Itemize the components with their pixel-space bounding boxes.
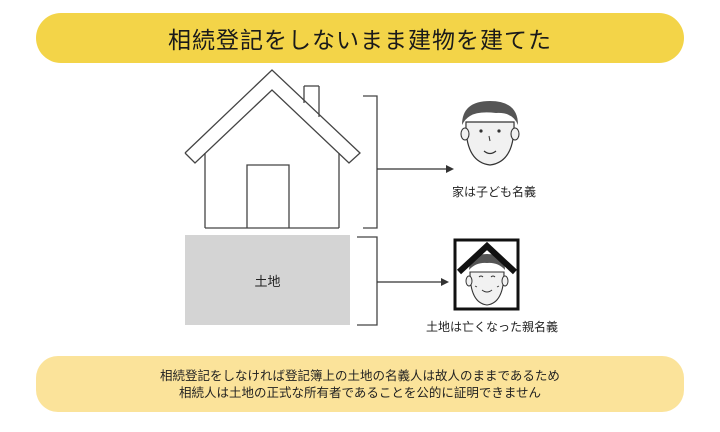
- arrow-to-child: [377, 165, 454, 173]
- arrow-to-parent: [377, 278, 449, 286]
- house-bracket: [363, 95, 378, 229]
- page-title: 相続登記をしないまま建物を建てた: [168, 28, 552, 54]
- explanation-box: 相続登記をしなければ登記簿上の土地の名義人は故人のままであるため 相続人は土地の…: [36, 356, 684, 412]
- deceased-parent-portrait-icon: [453, 238, 520, 311]
- explanation-line-1: 相続登記をしなければ登記簿上の土地の名義人は故人のままであるため: [160, 368, 560, 383]
- title-banner: 相続登記をしないまま建物を建てた: [36, 13, 684, 63]
- land-bracket: [357, 236, 378, 326]
- parent-ownership-caption: 土地は亡くなった親名義: [425, 320, 558, 334]
- land-label: 土地: [254, 274, 281, 290]
- house-icon: [184, 69, 361, 229]
- child-ownership-caption: 家は子ども名義: [451, 185, 536, 199]
- land-block: [185, 235, 350, 325]
- child-face-icon: [460, 101, 520, 166]
- explanation-line-2: 相続人は土地の正式な所有者であることを公的に証明できません: [178, 385, 541, 400]
